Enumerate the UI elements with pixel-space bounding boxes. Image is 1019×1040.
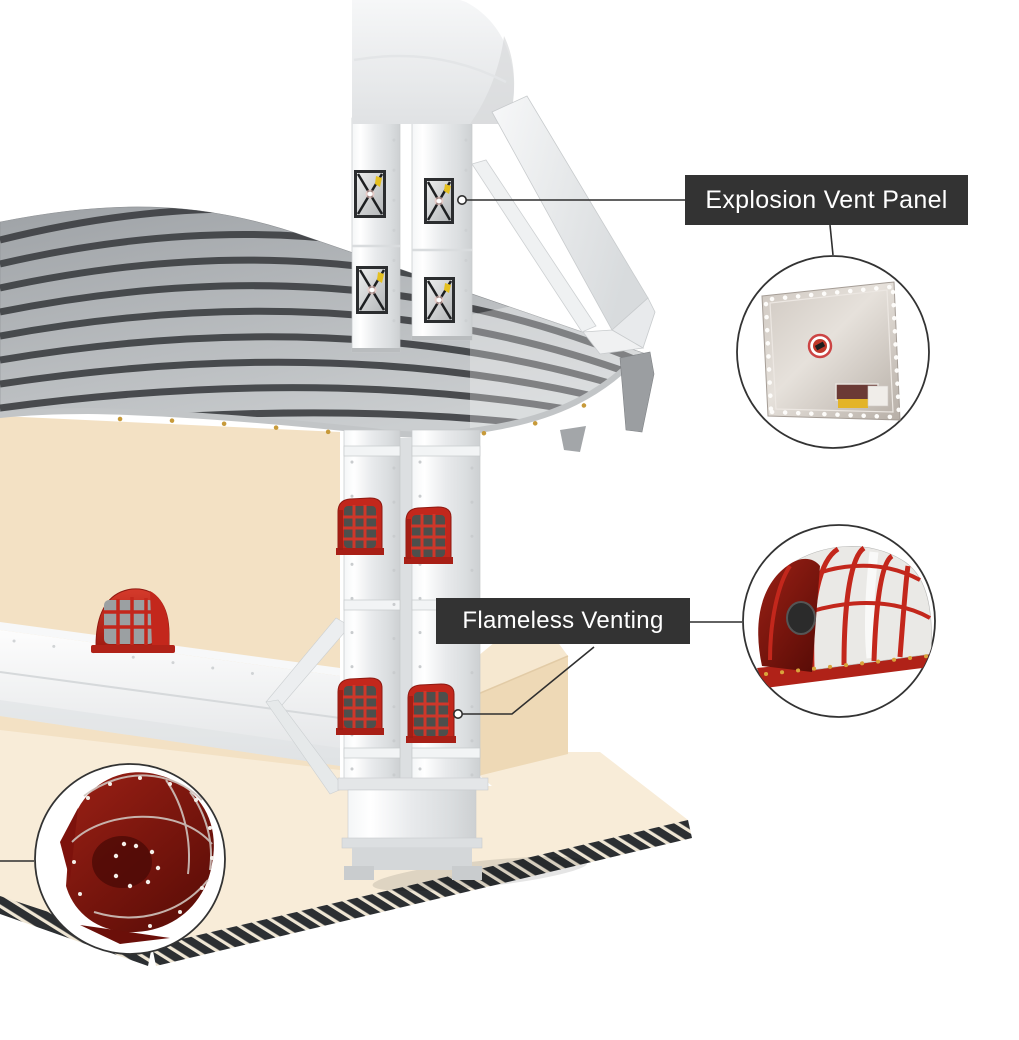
flameless-vent-duct	[91, 588, 175, 653]
explosion-vent-panel-mounted	[424, 178, 454, 224]
explosion-vent-panel-mounted	[354, 170, 386, 218]
flameless-vent-photo	[757, 545, 935, 688]
elevator-head	[352, 0, 515, 124]
callout-label-flameless-venting: Flameless Venting	[436, 598, 690, 644]
callout-label-explosion-vent-panel: Explosion Vent Panel	[685, 175, 968, 225]
explosion-vent-panels-mounted	[354, 170, 455, 323]
chute-support-bar	[471, 159, 597, 333]
leader-marker	[456, 195, 467, 206]
flameless-vent-alt-photo	[60, 772, 214, 944]
explosion-vent-panel-mounted	[424, 277, 455, 323]
flameless-vents-mounted	[336, 497, 456, 743]
callout-circle-explosion-vent-panel	[736, 255, 930, 449]
elevator-boot	[337, 777, 489, 880]
flameless-vent-mounted	[336, 497, 384, 555]
discharge-chute	[491, 95, 656, 355]
explosion-vent-panel-photo	[761, 281, 902, 421]
explosion-vent-panel-mounted	[356, 266, 388, 314]
flameless-vent-mounted	[406, 683, 456, 743]
callout-circle-flameless-venting	[742, 524, 936, 718]
leader-lines	[0, 199, 834, 862]
callout-circle-flameless-vent-alt	[34, 763, 226, 955]
flameless-vent-mounted	[404, 506, 453, 564]
leader-marker	[452, 708, 463, 719]
flameless-vent-mounted	[336, 677, 384, 735]
